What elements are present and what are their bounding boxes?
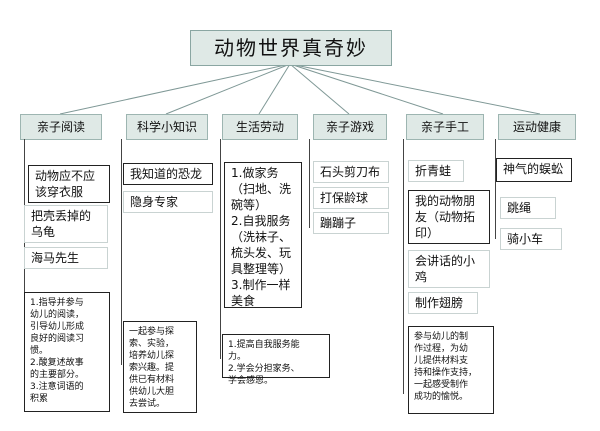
- crafts-item-4: 制作翅膀: [408, 292, 478, 314]
- reading-item-3: 海马先生: [24, 247, 108, 269]
- category-science-knowledge: 科学小知识: [126, 114, 208, 140]
- diagram-title: 动物世界真奇妙: [190, 30, 392, 66]
- sports-item-3: 骑小车: [500, 228, 562, 250]
- sports-item-1: 神气的蜈蚣: [496, 158, 572, 182]
- reading-item-2: 把壳丢掉的 乌龟: [24, 205, 108, 243]
- sports-item-2: 跳绳: [500, 197, 556, 219]
- branch-line: [403, 139, 404, 394]
- branch-line: [495, 139, 496, 239]
- crafts-item-1: 折青蛙: [408, 160, 464, 182]
- crafts-item-2: 我的动物朋 友（动物拓 印）: [408, 190, 490, 244]
- crafts-note: 参与幼儿的制 作过程，为幼 儿提供材料支 持和操作支持， 一起感受制作 成功的愉…: [408, 326, 494, 414]
- branch-line: [220, 139, 221, 359]
- branch-line: [309, 139, 310, 228]
- category-life-labor: 生活劳动: [222, 114, 298, 140]
- reading-note: 1.指导并参与 幼儿的阅读， 引导幼儿形成 良好的阅读习 惯。 2.酸复述故事 …: [24, 292, 110, 412]
- crafts-item-3: 会讲话的小 鸡: [408, 250, 490, 288]
- branch-line: [121, 139, 122, 365]
- science-item-2: 隐身专家: [123, 191, 213, 213]
- games-item-1: 石头剪刀布: [313, 161, 389, 183]
- games-item-2: 打保龄球: [313, 187, 389, 209]
- labor-item-1: 1.做家务 （扫地、洗 碗等） 2.自我服务 （洗袜子、 梳头发、玩 具整理等）…: [224, 162, 302, 308]
- labor-note: 1.提高自我服务能 力。 2.学会分担家务、 学会感恩。: [222, 334, 330, 386]
- reading-item-1: 动物应不应 该穿衣服: [28, 165, 110, 203]
- games-item-3: 蹦蹦子: [313, 212, 389, 234]
- science-note: 一起参与探 索、实验， 培养幼儿探 索兴趣。提 供已有材料 供幼儿大胆 去尝试。: [123, 321, 197, 413]
- category-parent-child-games: 亲子游戏: [313, 114, 387, 140]
- category-sports-health: 运动健康: [498, 114, 576, 140]
- category-parent-child-reading: 亲子阅读: [20, 114, 102, 140]
- category-parent-child-crafts: 亲子手工: [406, 114, 484, 140]
- science-item-1: 我知道的恐龙: [123, 163, 213, 185]
